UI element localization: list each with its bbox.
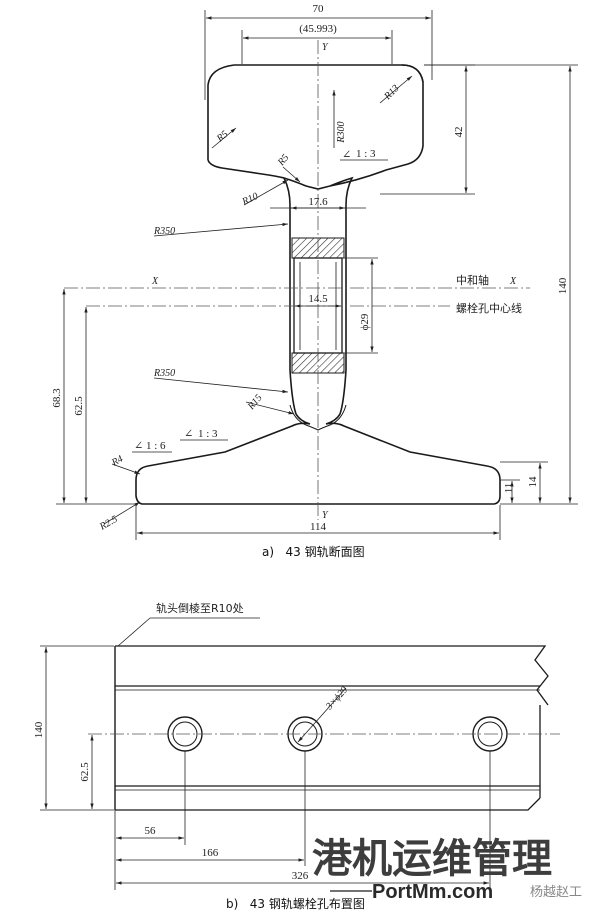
radius-r15: R15 [245, 393, 264, 413]
dim-b-hole-height: 62.5 [79, 762, 91, 782]
slope-head: 1 : 3 [356, 148, 376, 160]
svg-text:∠: ∠ [342, 149, 351, 161]
radius-r5-neck: R5 [275, 152, 291, 168]
radius-r300: R300 [336, 121, 347, 143]
rail-side-view [114, 645, 549, 811]
radius-r13: R13 [382, 83, 402, 103]
radius-r4: R4 [109, 454, 125, 470]
slope-base-outer: 1 : 6 [146, 440, 166, 452]
dim-b-height: 140 [33, 721, 45, 738]
watermark-title: 港机运维管理 [312, 836, 552, 882]
caption-b: b) 43 钢轨螺栓孔布置图 [226, 896, 365, 911]
watermark-site: PortMm.com [372, 881, 493, 903]
dim-hole-width: 14.5 [308, 293, 328, 305]
dim-total-height: 140 [557, 277, 569, 294]
dim-neutral-height: 68.3 [51, 388, 63, 408]
rail-outline [135, 64, 501, 505]
dimensions-a [56, 10, 578, 540]
hole-centerline-label: 螺栓孔中心线 [456, 301, 522, 315]
labels: 70 (45.993) Y 42 140 R300 R13 R5 R5 R10 … [33, 3, 569, 911]
svg-text:∠: ∠ [184, 428, 193, 440]
dim-base-edge-2: 14 [527, 476, 539, 488]
dim-b-third-hole: 326 [292, 870, 309, 882]
dim-base-width: 114 [310, 521, 327, 533]
dim-top-width-ref: (45.993) [299, 23, 337, 35]
dim-b-hole-spec: 3×ϕ29 [323, 685, 350, 713]
axis-x-left: X [151, 276, 159, 287]
dim-web-thickness: 17.6 [308, 196, 328, 208]
axis-y-top: Y [322, 42, 329, 53]
dim-top-width: 70 [313, 3, 325, 15]
watermark: 港机运维管理 PortMm.com 杨越赵工 [312, 836, 582, 903]
slope-base-inner: 1 : 3 [198, 428, 218, 440]
radius-r10: R10 [240, 191, 260, 208]
axis-y-bottom: Y [322, 510, 329, 521]
neutral-axis-label: 中和轴 [456, 273, 489, 287]
chamfer-note: 轨头倒棱至R10处 [156, 601, 244, 615]
dim-b-first-hole: 56 [145, 825, 157, 837]
radius-r5-left: R5 [214, 129, 230, 145]
radius-r350-bottom: R350 [153, 368, 175, 379]
watermark-author: 杨越赵工 [530, 885, 582, 900]
radius-r350-top: R350 [153, 226, 175, 237]
dimensions-b [40, 617, 491, 890]
dim-hole-center-height: 62.5 [73, 396, 85, 416]
axis-x-right: X [509, 276, 517, 287]
dim-hole-dia: ϕ29 [359, 313, 371, 330]
svg-text:∠: ∠ [134, 440, 143, 452]
caption-a: a) 43 钢轨断面图 [262, 544, 365, 559]
dim-b-second-hole: 166 [202, 847, 219, 859]
dim-base-edge-1: 11 [503, 483, 515, 494]
dim-head-depth: 42 [453, 127, 465, 138]
centerlines-a [64, 40, 530, 520]
